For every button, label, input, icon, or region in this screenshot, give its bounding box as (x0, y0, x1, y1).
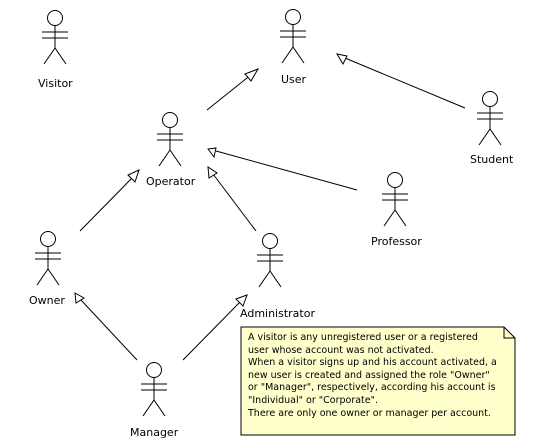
note-line: new user is created and assigned the rol… (248, 369, 490, 381)
manager-actor-icon[interactable] (140, 362, 168, 417)
owner-actor-icon[interactable] (34, 231, 62, 286)
operator-label: Operator (146, 175, 196, 188)
professor-to-operator-arrow (207, 147, 358, 191)
note-text: A visitor is any unregistered user or a … (248, 332, 510, 420)
professor-label: Professor (371, 235, 422, 248)
generalization-arrows (74, 53, 466, 361)
note-line: or "Manager", respectively, according hi… (248, 382, 496, 394)
administrator-label: Administrator (240, 307, 315, 320)
user-label: User (281, 73, 307, 86)
note-line: There are only one owner or manager per … (248, 407, 491, 419)
note-line: user whose account was not activated. (248, 344, 434, 356)
student-label: Student (470, 153, 514, 166)
owner-label: Owner (29, 294, 65, 307)
professor-actor-icon[interactable] (381, 172, 409, 227)
owner-to-operator-arrow (79, 169, 140, 232)
manager-to-administrator-arrow (182, 294, 248, 361)
visitor-actor-icon[interactable] (41, 10, 69, 65)
manager-label: Manager (130, 426, 179, 439)
operator-actor-icon[interactable] (156, 112, 184, 167)
student-actor-icon[interactable] (476, 91, 504, 146)
operator-to-user-arrow (206, 68, 260, 111)
note-line: When a visitor signs up and his account … (248, 357, 497, 369)
manager-to-owner-arrow (74, 292, 138, 361)
note-line: "Individual" or "Corporate". (248, 394, 379, 406)
note-line: A visitor is any unregistered user or a … (248, 332, 478, 343)
note-box (240, 326, 516, 436)
administrator-actor-icon[interactable] (256, 233, 284, 288)
administrator-to-operator-arrow (207, 166, 257, 232)
visitor-label: Visitor (38, 77, 73, 90)
user-actor-icon[interactable] (279, 9, 307, 64)
student-to-user-arrow (335, 53, 466, 109)
